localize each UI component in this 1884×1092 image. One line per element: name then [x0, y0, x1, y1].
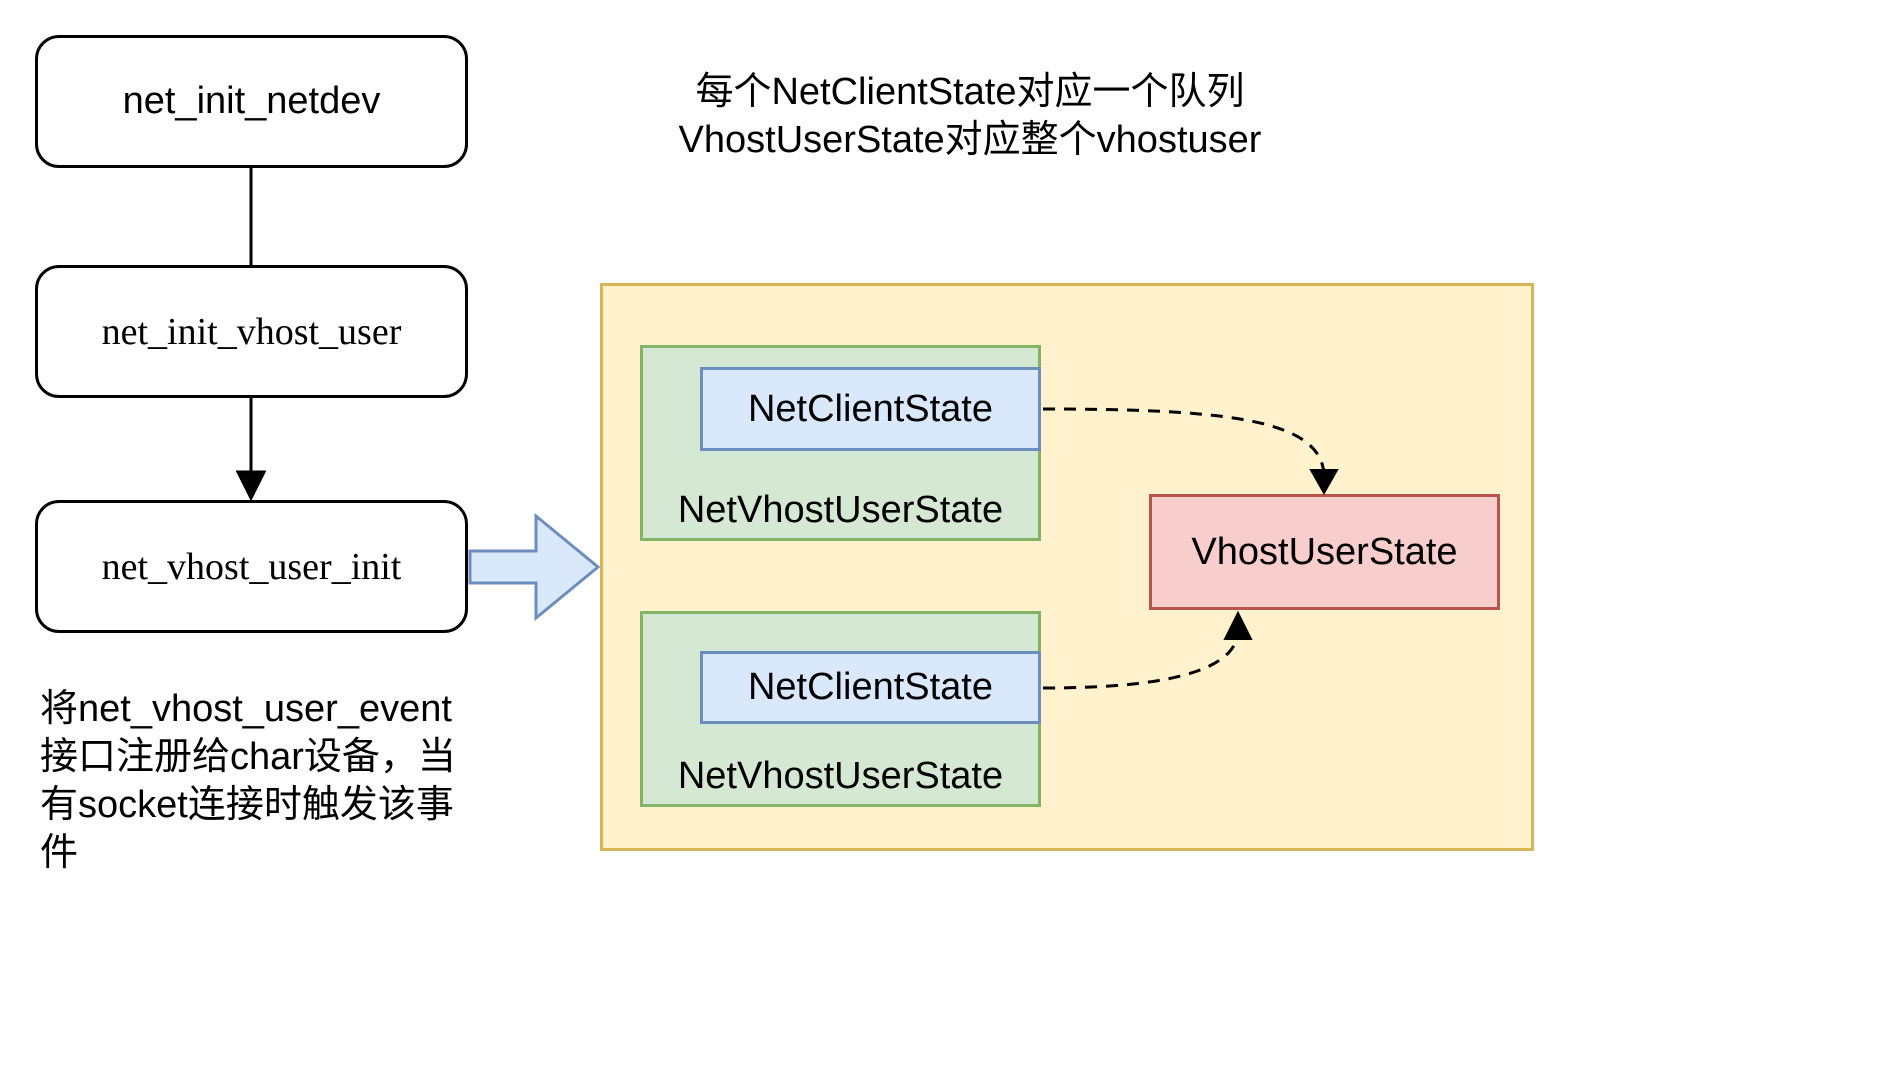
note-top: 每个NetClientState对应一个队列 VhostUserState对应整… — [640, 68, 1300, 164]
group-label-1: NetVhostUserState — [640, 486, 1041, 534]
vhost-user-state: VhostUserState — [1149, 494, 1500, 610]
vhost-user-state-label: VhostUserState — [1191, 530, 1458, 573]
net-client-state-1: NetClientState — [700, 367, 1041, 451]
note-bottom-line2: 接口注册给char设备，当 — [40, 736, 456, 778]
net-client-state-2: NetClientState — [700, 651, 1041, 724]
note-top-line2: VhostUserState对应整个vhostuser — [678, 119, 1262, 161]
node-net-init-vhost-user: net_init_vhost_user — [35, 265, 468, 398]
block-arrow-right — [468, 512, 601, 622]
node-label: net_init_netdev — [122, 80, 381, 122]
dashed-arrow-2 — [1042, 633, 1240, 690]
note-bottom-line1: 将net_vhost_user_event — [40, 688, 452, 730]
note-bottom-line3: 有socket连接时触发该事 — [40, 784, 454, 826]
node-net-init-netdev: net_init_netdev — [35, 35, 468, 168]
arrowhead-down — [235, 470, 267, 502]
arrowhead-dashed-1 — [1309, 469, 1339, 496]
group-label-text: NetVhostUserState — [677, 488, 1004, 531]
group-label-text: NetVhostUserState — [677, 754, 1004, 797]
arrowhead-dashed-2 — [1223, 610, 1253, 640]
note-top-line1: 每个NetClientState对应一个队列 — [695, 71, 1245, 113]
net-client-state-label: NetClientState — [747, 666, 993, 708]
node-label: net_vhost_user_init — [101, 545, 402, 588]
note-bottom-line4: 件 — [40, 832, 79, 874]
group-label-2: NetVhostUserState — [640, 752, 1041, 800]
note-bottom: 将net_vhost_user_event 接口注册给char设备，当 有soc… — [40, 685, 500, 877]
dashed-arrow-1 — [1042, 407, 1326, 475]
net-client-state-label: NetClientState — [747, 387, 993, 430]
node-net-vhost-user-init: net_vhost_user_init — [35, 500, 468, 633]
node-label: net_init_vhost_user — [101, 310, 402, 353]
